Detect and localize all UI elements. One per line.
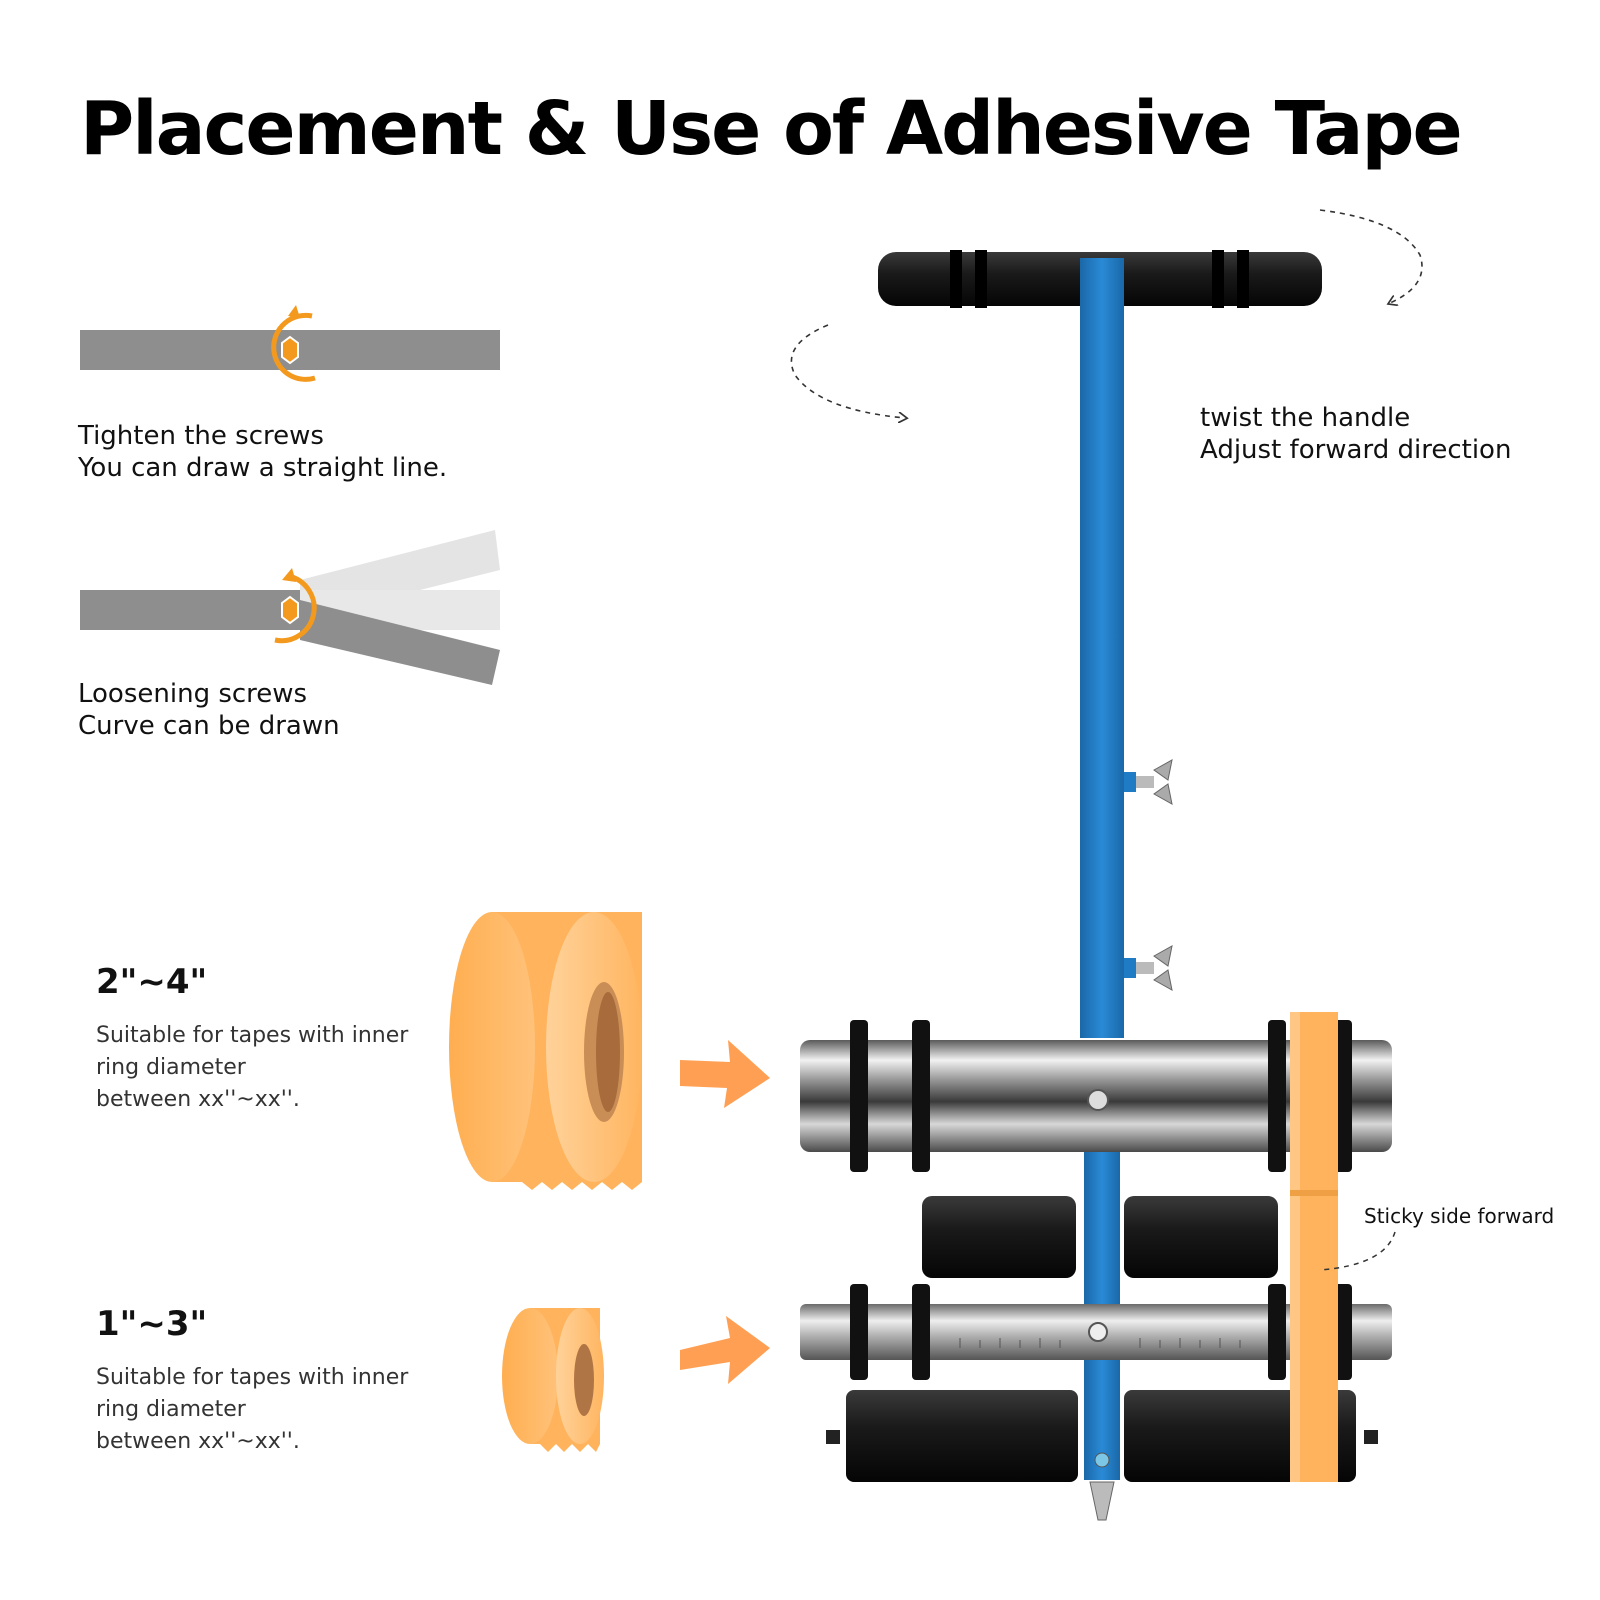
small-tape-line3: between xx''~xx''. bbox=[96, 1429, 300, 1454]
sticky-side-note: Sticky side forward bbox=[1364, 1204, 1555, 1228]
shaft bbox=[1080, 258, 1124, 1038]
small-tape-line2: ring diameter bbox=[96, 1397, 246, 1422]
guide-tip bbox=[1089, 1481, 1115, 1521]
small-tape-line1: Suitable for tapes with inner bbox=[96, 1365, 409, 1390]
large-tape-description: Suitable for tapes with inner ring diame… bbox=[96, 1020, 408, 1116]
wing-nut-icon bbox=[1124, 945, 1173, 991]
arrow-right-icon bbox=[680, 1040, 770, 1108]
spindle-disc bbox=[850, 1020, 868, 1172]
small-tape-roll-icon bbox=[502, 1308, 604, 1452]
screw-icon bbox=[281, 595, 299, 625]
spindle-disc bbox=[912, 1284, 930, 1380]
loosen-caption: Loosening screws Curve can be drawn bbox=[78, 678, 340, 742]
large-tape-line1: Suitable for tapes with inner bbox=[96, 1023, 409, 1048]
rotate-arrow-icon bbox=[790, 324, 905, 418]
loosen-line1: Loosening screws bbox=[78, 679, 308, 709]
spindle-disc bbox=[1268, 1284, 1286, 1380]
roller bbox=[922, 1196, 1076, 1278]
spindle-disc bbox=[1268, 1020, 1286, 1172]
handle-caption: twist the handle Adjust forward directio… bbox=[1200, 402, 1511, 466]
spindle-disc bbox=[850, 1284, 868, 1380]
small-tape-description: Suitable for tapes with inner ring diame… bbox=[96, 1362, 408, 1458]
spindle-disc bbox=[1334, 1020, 1352, 1172]
loosen-line2: Curve can be drawn bbox=[78, 711, 340, 741]
screw-icon bbox=[281, 335, 299, 365]
tighten-line1: Tighten the screws bbox=[78, 421, 324, 451]
roller bbox=[1124, 1196, 1278, 1278]
spindle-disc bbox=[1334, 1284, 1352, 1380]
straight-bar-illustration bbox=[80, 305, 500, 382]
arrow-right-icon bbox=[680, 1316, 770, 1384]
page-title: Placement & Use of Adhesive Tape bbox=[80, 86, 1463, 172]
large-tape-line2: ring diameter bbox=[96, 1055, 246, 1080]
wing-nut-icon bbox=[1124, 759, 1173, 805]
handle-line1: twist the handle bbox=[1200, 403, 1411, 433]
tighten-line2: You can draw a straight line. bbox=[78, 453, 448, 483]
roller bbox=[846, 1390, 1078, 1482]
curved-bar-illustration bbox=[80, 530, 500, 685]
large-tape-roll-icon bbox=[449, 912, 642, 1190]
large-tape-line3: between xx''~xx''. bbox=[96, 1087, 300, 1112]
handle-line2: Adjust forward direction bbox=[1200, 435, 1512, 465]
tighten-caption: Tighten the screws You can draw a straig… bbox=[78, 420, 447, 484]
rotate-arrow-icon bbox=[1319, 209, 1423, 303]
spindle-disc bbox=[912, 1020, 930, 1172]
large-tape-size: 2"~4" bbox=[96, 962, 208, 1002]
small-tape-size: 1"~3" bbox=[96, 1304, 208, 1344]
